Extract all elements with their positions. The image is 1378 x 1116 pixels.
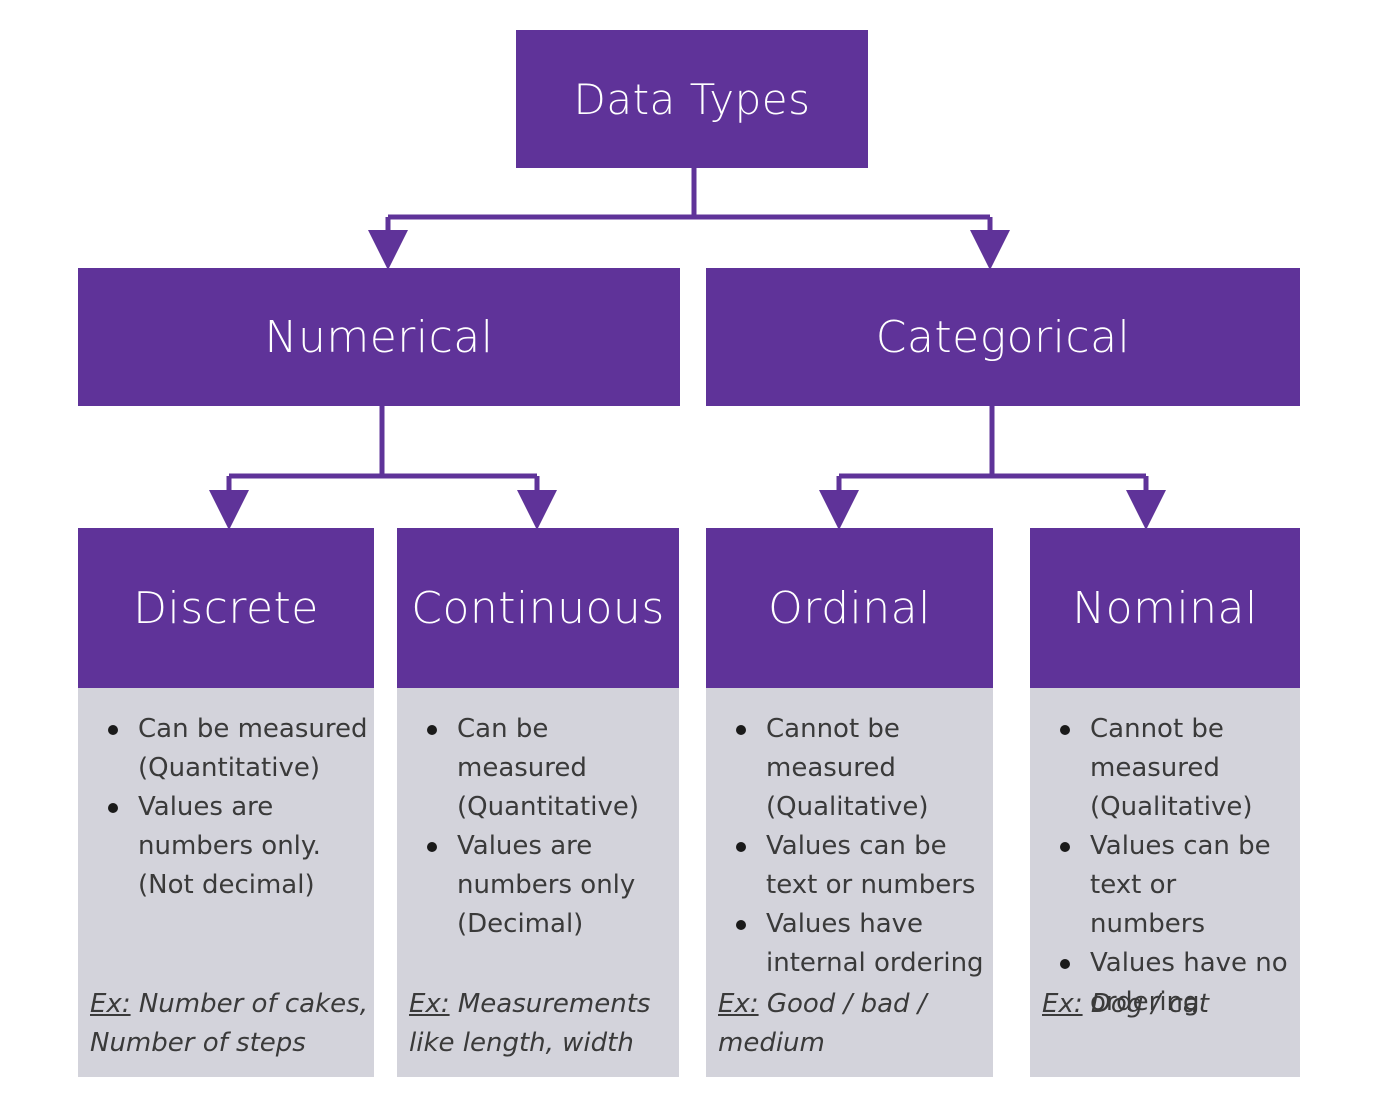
continuous-example: Ex: Measurements like length, width <box>409 985 675 1063</box>
bullet-dot-icon <box>1060 842 1070 852</box>
bullet-text: Cannot be measured (Qualitative) <box>1090 714 1253 822</box>
example-label: Ex: <box>718 989 759 1019</box>
continuous-bullet-list: Can be measured (Quantitative) Values ar… <box>427 710 675 944</box>
bullet-text: Values have internal ordering <box>766 909 984 978</box>
nominal-example: Ex: Dog / cat <box>1042 985 1296 1024</box>
bullet-dot-icon <box>427 842 437 852</box>
example-text: Dog / cat <box>1082 989 1209 1019</box>
example-label: Ex: <box>409 989 450 1019</box>
bullet-text: Cannot be measured (Qualitative) <box>766 714 929 822</box>
root-node: Data Types <box>516 30 868 168</box>
list-item: Values can be text or numbers <box>1060 827 1296 944</box>
list-item: Values have no ordering <box>1060 944 1296 1022</box>
list-item: Values have internal ordering <box>736 905 989 983</box>
continuous-title: Continuous <box>411 582 665 634</box>
example-text: Number of cakes, Number of steps <box>90 989 368 1058</box>
bullet-text: Values have no ordering <box>1090 948 1288 1017</box>
bullet-text: Can be measured (Quantitative) <box>138 714 368 783</box>
list-item: Values can be text or numbers <box>736 827 989 905</box>
numerical-label: Numerical <box>264 311 494 363</box>
bullet-text: Values can be text or numbers <box>1090 831 1271 939</box>
discrete-node-header: Discrete <box>78 528 374 688</box>
bullet-dot-icon <box>736 920 746 930</box>
nominal-node-header: Nominal <box>1030 528 1300 688</box>
ordinal-example: Ex: Good / bad / medium <box>718 985 989 1063</box>
nominal-node-body: Cannot be measured (Qualitative) Values … <box>1030 688 1300 1077</box>
example-text: Measurements like length, width <box>409 989 651 1058</box>
ordinal-bullet-list: Cannot be measured (Qualitative) Values … <box>736 710 989 983</box>
root-label: Data Types <box>573 74 811 124</box>
bullet-text: Can be measured (Quantitative) <box>457 714 639 822</box>
list-item: Cannot be measured (Qualitative) <box>1060 710 1296 827</box>
example-text: Good / bad / medium <box>718 989 927 1058</box>
discrete-title: Discrete <box>133 582 319 634</box>
ordinal-node-header: Ordinal <box>706 528 993 688</box>
categorical-node: Categorical <box>706 268 1300 406</box>
bullet-dot-icon <box>427 725 437 735</box>
list-item: Values are numbers only. (Not decimal) <box>108 788 370 905</box>
bullet-dot-icon <box>736 842 746 852</box>
example-label: Ex: <box>1042 989 1083 1019</box>
ordinal-title: Ordinal <box>768 582 931 634</box>
bullet-text: Values are numbers only (Decimal) <box>457 831 636 939</box>
discrete-bullet-list: Can be measured (Quantitative) Values ar… <box>108 710 370 905</box>
list-item: Cannot be measured (Qualitative) <box>736 710 989 827</box>
bullet-dot-icon <box>1060 959 1070 969</box>
list-item: Can be measured (Quantitative) <box>108 710 370 788</box>
bullet-dot-icon <box>108 725 118 735</box>
discrete-node-body: Can be measured (Quantitative) Values ar… <box>78 688 374 1077</box>
example-label: Ex: <box>90 989 131 1019</box>
bullet-text: Values are numbers only. (Not decimal) <box>138 792 321 900</box>
categorical-label: Categorical <box>875 311 1131 363</box>
numerical-node: Numerical <box>78 268 680 406</box>
bullet-dot-icon <box>736 725 746 735</box>
nominal-bullet-list: Cannot be measured (Qualitative) Values … <box>1060 710 1296 1022</box>
list-item: Values are numbers only (Decimal) <box>427 827 675 944</box>
bullet-dot-icon <box>1060 725 1070 735</box>
bullet-dot-icon <box>108 803 118 813</box>
ordinal-node-body: Cannot be measured (Qualitative) Values … <box>706 688 993 1077</box>
bullet-text: Values can be text or numbers <box>766 831 976 900</box>
nominal-title: Nominal <box>1072 582 1258 634</box>
discrete-example: Ex: Number of cakes, Number of steps <box>90 985 370 1063</box>
continuous-node-header: Continuous <box>397 528 679 688</box>
continuous-node-body: Can be measured (Quantitative) Values ar… <box>397 688 679 1077</box>
list-item: Can be measured (Quantitative) <box>427 710 675 827</box>
